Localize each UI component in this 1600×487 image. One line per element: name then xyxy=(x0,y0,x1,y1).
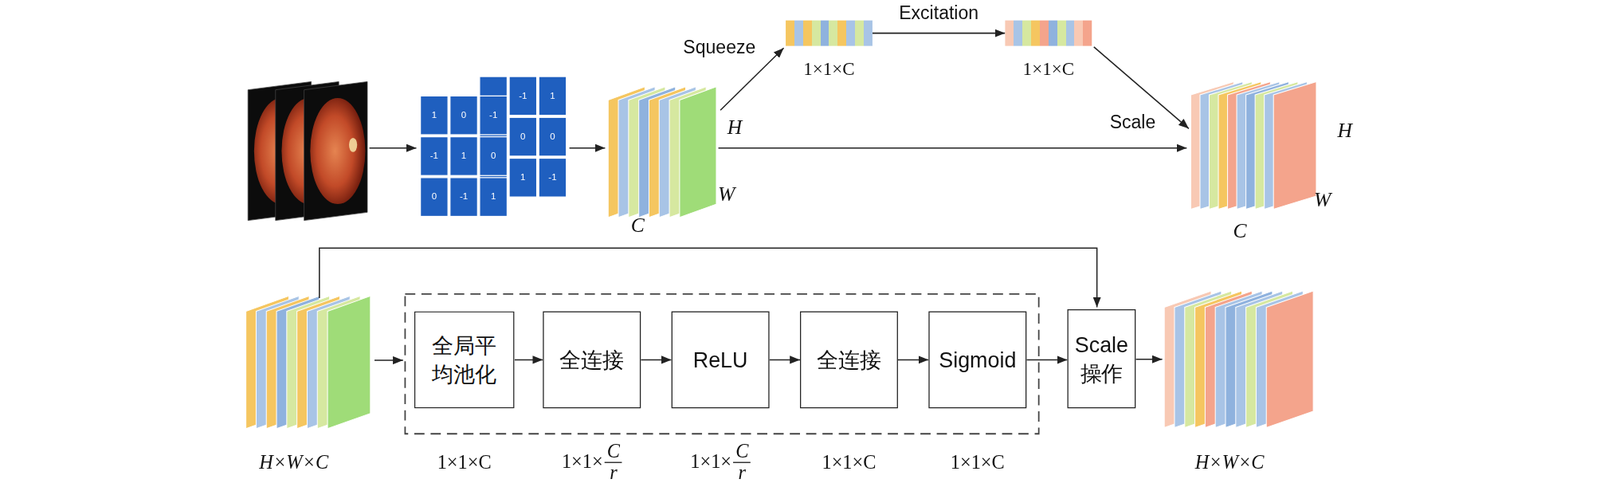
box-text: 全局平 均池化 xyxy=(419,331,510,388)
kernel-value: -1 xyxy=(548,172,557,183)
kernel-value: 0 xyxy=(431,192,437,202)
kernel-cell xyxy=(450,95,479,135)
arrow-label: Scale xyxy=(1109,111,1157,133)
fraction-label: 1×1×Cr xyxy=(690,441,751,483)
connector xyxy=(1026,359,1067,361)
channel-slice xyxy=(1266,290,1314,428)
kernel-cell xyxy=(509,76,538,116)
axis-label: C xyxy=(631,213,645,237)
process-box: 全局平 均池化 xyxy=(414,311,515,409)
dimension-label: 1×1×C xyxy=(1023,58,1075,80)
kernel-cell xyxy=(420,137,449,177)
kernel-value: 1 xyxy=(490,192,496,202)
kernel-cell xyxy=(450,137,479,177)
connector xyxy=(898,359,929,361)
box-text: Sigmoid xyxy=(938,345,1016,374)
kernel-value: 0 xyxy=(461,110,467,121)
box-text: ReLU xyxy=(693,345,749,374)
dimension-label: 1×1×C xyxy=(437,450,492,474)
kernel-cell xyxy=(479,137,508,177)
arrow xyxy=(1135,358,1162,361)
connector xyxy=(872,32,1005,35)
kernel-value: -1 xyxy=(459,192,468,202)
kernel-value: -1 xyxy=(430,151,439,161)
arrow xyxy=(369,147,417,150)
arrow xyxy=(718,147,1188,150)
fundus-frame xyxy=(304,81,368,220)
dimension-label: 1×1×C xyxy=(950,450,1005,474)
edge-label: Excitation xyxy=(898,2,979,24)
skip-connection xyxy=(319,247,1098,307)
arrow-label: Squeeze xyxy=(682,37,756,59)
kernel-value: 0 xyxy=(490,151,496,161)
kernel-value: 1 xyxy=(431,110,437,121)
box-text: 全连接 xyxy=(816,345,882,374)
axis-label: W xyxy=(717,182,735,206)
kernel-cell xyxy=(420,95,449,135)
kernel-value: 0 xyxy=(520,132,526,142)
fundus-image xyxy=(304,81,368,220)
process-box: Sigmoid xyxy=(928,311,1027,409)
kernel-value: 1 xyxy=(461,151,467,161)
kernel-value: 1 xyxy=(549,91,555,102)
connector xyxy=(640,359,671,361)
fraction-numerator: C xyxy=(733,441,751,463)
kernel-cell xyxy=(509,117,538,157)
dimension-label: H×W×C xyxy=(1195,450,1265,474)
feature-maps xyxy=(246,76,1317,429)
fraction-numerator: C xyxy=(604,441,622,463)
box-text: Scale 操作 xyxy=(1072,330,1131,387)
arrow xyxy=(374,359,404,361)
kernel-value: -1 xyxy=(518,91,527,102)
fraction-label: 1×1×Cr xyxy=(561,441,623,483)
process-box: Scale 操作 xyxy=(1067,309,1137,408)
feature-map-stack xyxy=(246,295,371,428)
kernel-value: 0 xyxy=(549,132,555,142)
channel-slice xyxy=(679,86,717,218)
kernel-cell xyxy=(538,157,567,197)
kernel-cell xyxy=(538,76,567,116)
connector xyxy=(513,359,543,361)
conv-kernels xyxy=(420,76,567,216)
feature-map-stack xyxy=(1190,81,1317,209)
process-box: 全连接 xyxy=(542,311,641,409)
kernel-cell xyxy=(538,117,567,157)
fraction-denominator: r xyxy=(609,462,617,484)
axis-label: H xyxy=(1337,118,1353,142)
kernel-value: 1 xyxy=(520,172,526,183)
axis-label: H xyxy=(727,115,743,139)
feature-map-stack xyxy=(1164,290,1314,428)
kernel-cell xyxy=(479,95,508,135)
fraction-denominator: r xyxy=(738,462,746,484)
kernel-value: -1 xyxy=(489,110,498,121)
channel-vector: 1×1×C xyxy=(785,20,873,47)
dimension-label: 1×1× xyxy=(690,450,732,474)
optic-disc xyxy=(349,137,357,153)
arrow xyxy=(569,147,606,150)
dashed-group xyxy=(404,294,1039,434)
process-box: ReLU xyxy=(671,311,770,409)
kernel-cell xyxy=(450,177,479,217)
kernel-cell xyxy=(420,177,449,217)
kernel-cell xyxy=(479,177,508,217)
feature-map-stack xyxy=(607,86,717,218)
axis-label: C xyxy=(1232,219,1247,243)
connector xyxy=(769,359,800,361)
dimension-label: 1×1×C xyxy=(803,58,855,80)
dimension-label: H×W×C xyxy=(258,450,329,474)
channel-slice xyxy=(327,295,371,428)
channel-slice xyxy=(1273,81,1317,209)
fundus-retina xyxy=(309,98,365,204)
dimension-label: 1×1× xyxy=(561,450,604,474)
channel-vector: 1×1×C xyxy=(1004,20,1092,47)
kernel-cell xyxy=(509,157,538,197)
dimension-label: 1×1×C xyxy=(821,450,876,474)
axis-label: W xyxy=(1313,188,1331,212)
box-text: 全连接 xyxy=(559,345,624,374)
process-box: 全连接 xyxy=(800,311,899,409)
